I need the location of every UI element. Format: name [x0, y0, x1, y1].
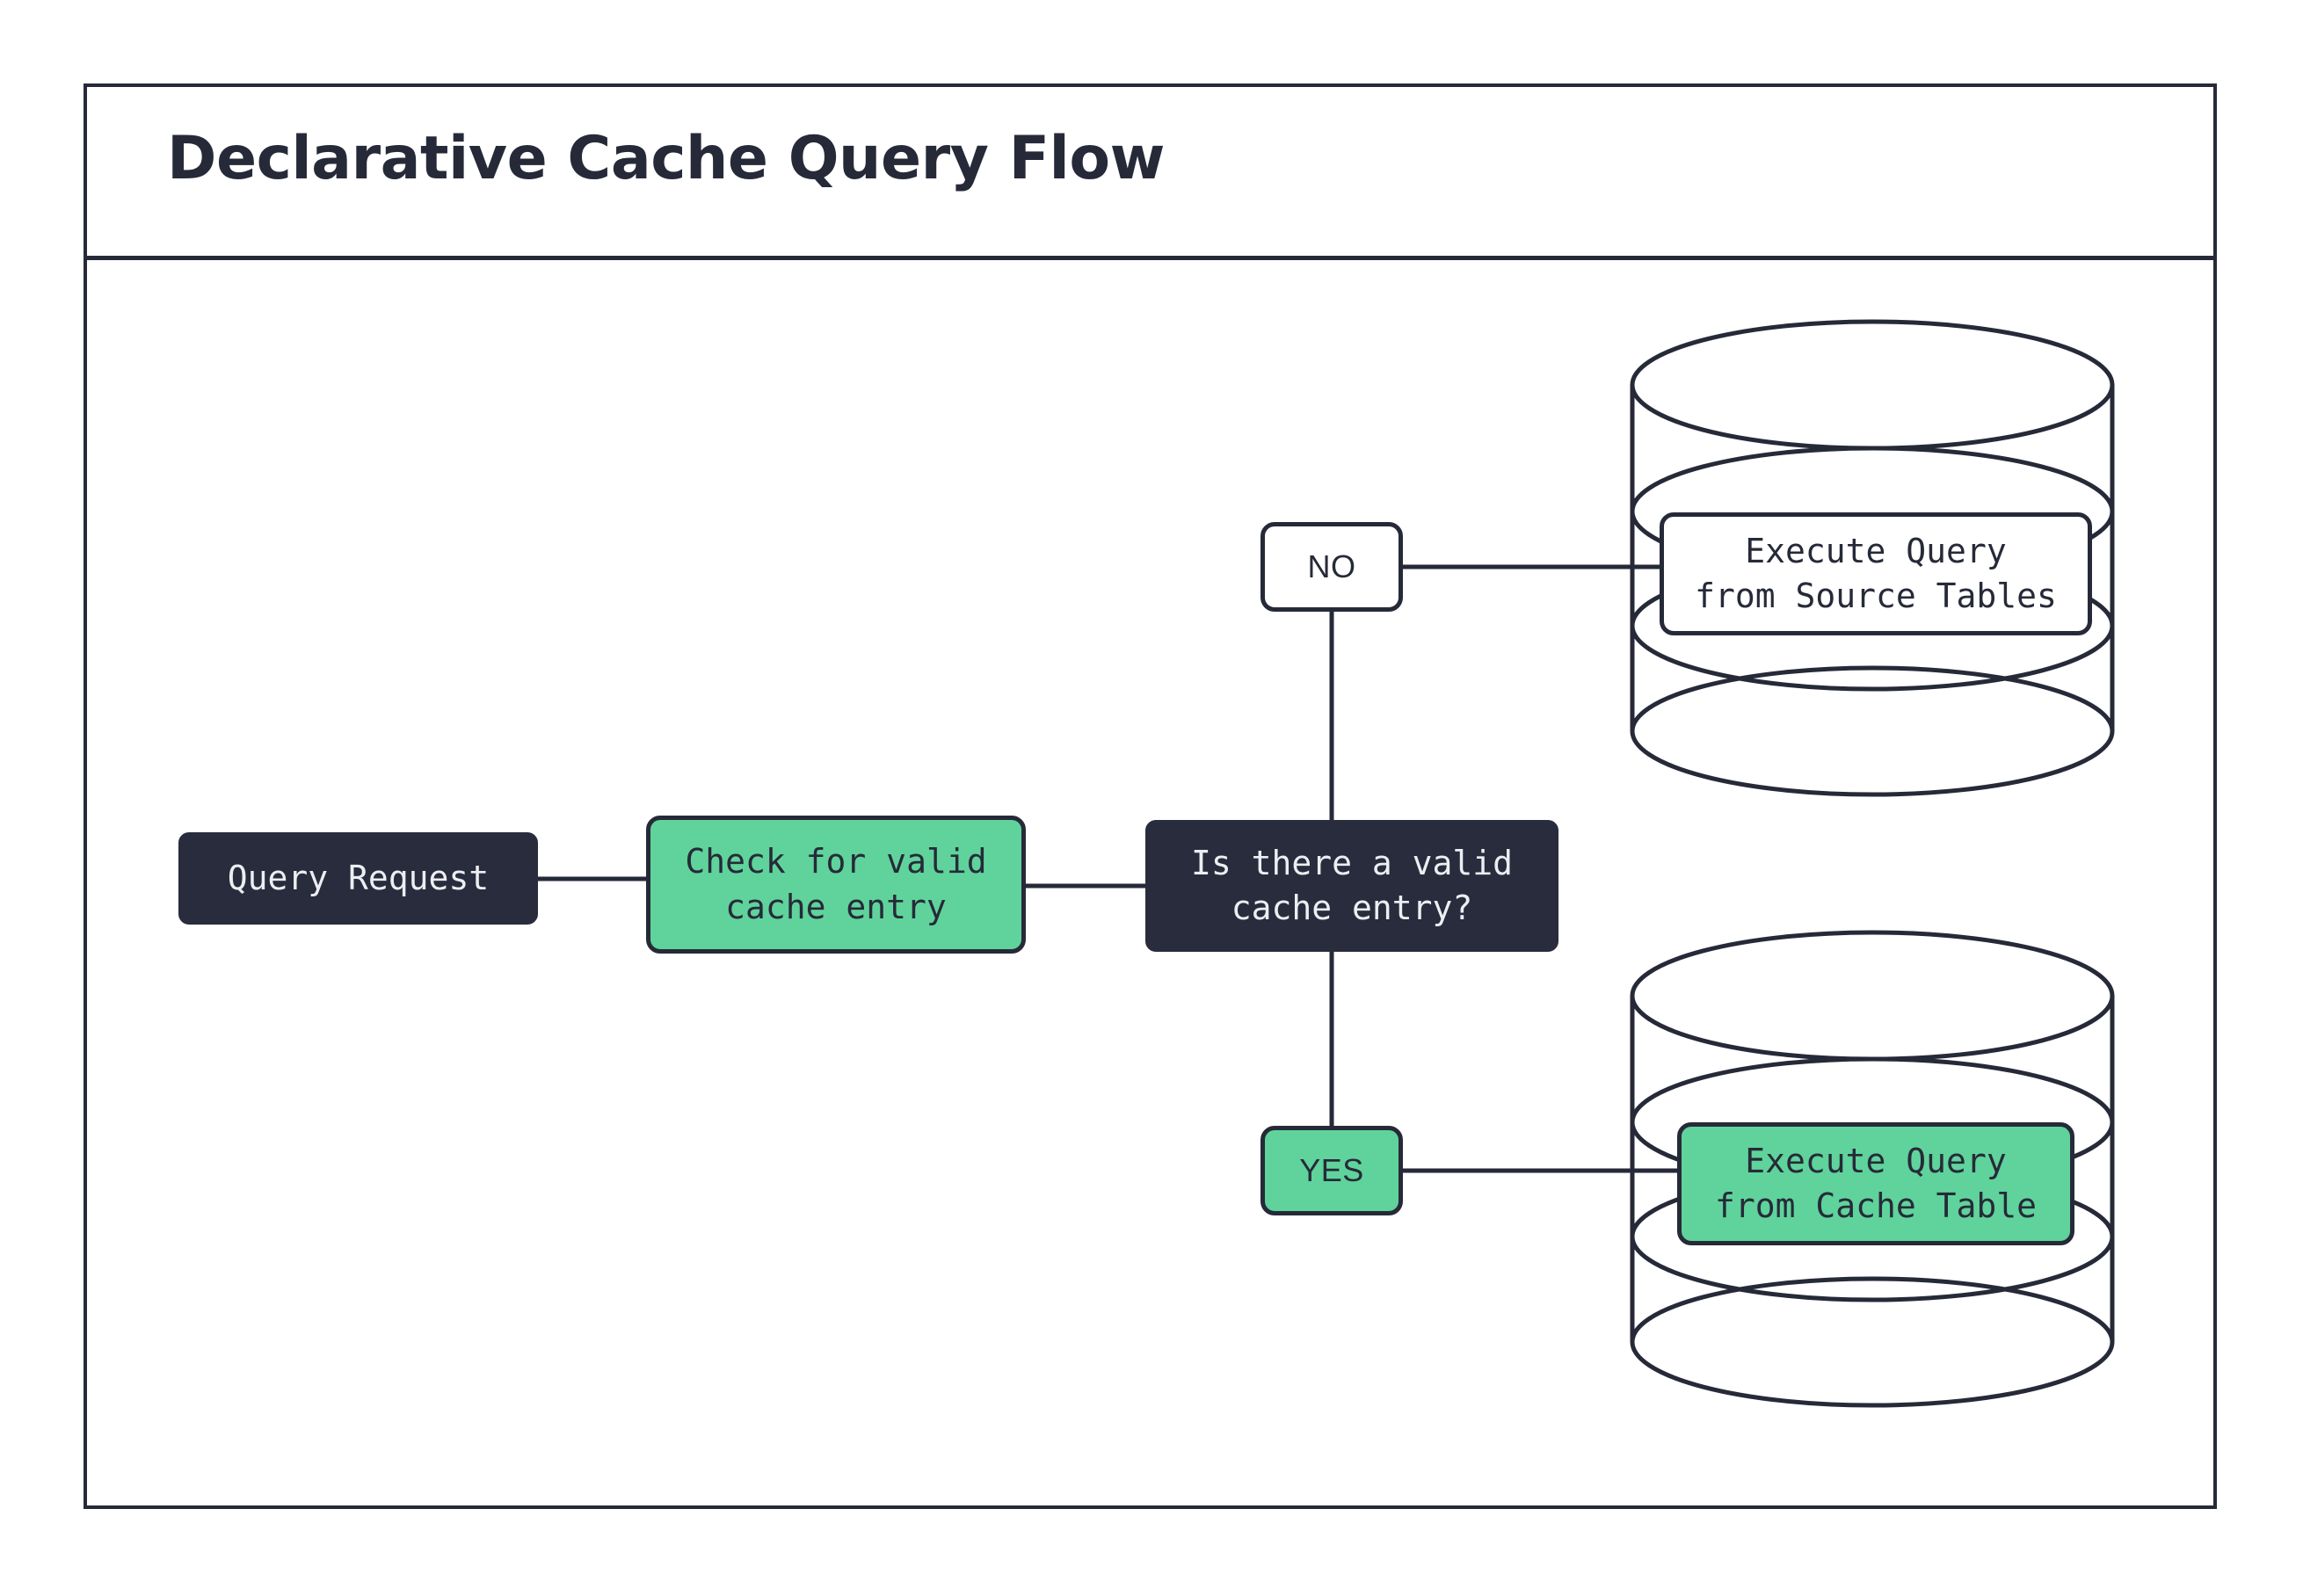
edge-label-no[interactable]: NO — [1260, 522, 1403, 612]
node-execute-query-from-cache-table[interactable]: Execute Query from Cache Table — [1677, 1122, 2074, 1245]
database-cylinder-source-tables — [1630, 319, 2115, 797]
node-execute-query-from-source-tables[interactable]: Execute Query from Source Tables — [1660, 512, 2092, 635]
page-title: Declarative Cache Query Flow — [167, 124, 1165, 193]
node-decision-valid-cache-entry[interactable]: Is there a valid cache entry? — [1145, 820, 1558, 952]
edge-label-yes[interactable]: YES — [1260, 1126, 1403, 1215]
database-cylinder-cache-table — [1630, 930, 2115, 1408]
node-query-request[interactable]: Query Request — [178, 832, 538, 925]
node-check-for-valid-cache-entry[interactable]: Check for valid cache entry — [646, 816, 1026, 954]
